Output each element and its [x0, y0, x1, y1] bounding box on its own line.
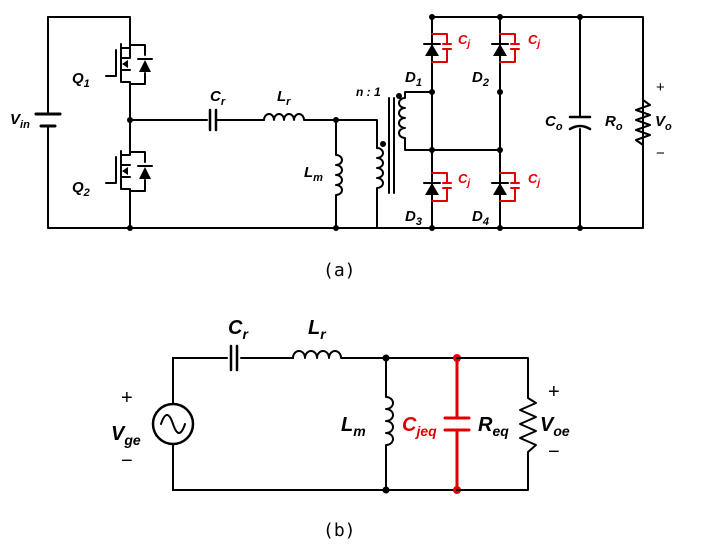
label-cr-b: Cr — [228, 317, 249, 342]
secondary-top-wire — [404, 91, 433, 96]
label-cj-2: Cj — [528, 32, 540, 50]
capacitor-co — [568, 14, 592, 231]
label-req: Req — [478, 414, 509, 439]
label-d4: D4 — [472, 208, 489, 228]
inductor-lr-a — [263, 113, 337, 121]
inductor-lr-b — [292, 350, 387, 359]
label-vo: Vo — [655, 113, 672, 133]
diode-d4 — [491, 182, 509, 195]
vo-minus-sign: − — [656, 145, 665, 162]
inductor-lm-a — [335, 119, 343, 229]
input-source-vin — [34, 16, 62, 229]
circuit-a: Vin Q1 Q2 Cr Lr Lm n : 1 D1 D2 D3 D4 Cj … — [10, 14, 672, 281]
mosfet-q2 — [105, 119, 153, 229]
label-d2: D2 — [472, 69, 489, 89]
diode-d1 — [423, 43, 441, 56]
capacitor-cjeq — [443, 354, 471, 494]
label-d1: D1 — [405, 69, 422, 89]
transformer-core — [388, 97, 395, 194]
label-cj-1: Cj — [458, 32, 470, 50]
capacitor-cr-b — [229, 344, 239, 372]
inductor-lm-b — [385, 357, 394, 491]
vge-minus-sign: − — [121, 450, 133, 472]
voe-plus-sign: + — [548, 381, 560, 403]
label-d3: D3 — [405, 208, 422, 228]
mosfet-q1 — [105, 43, 153, 121]
transformer-primary — [376, 147, 384, 196]
label-lm-b: Lm — [341, 414, 366, 439]
resistor-ro — [635, 99, 651, 146]
cjeq-connect-wires — [385, 357, 458, 491]
voe-minus-sign: − — [548, 441, 560, 463]
primary-wire-top — [335, 119, 378, 149]
caption-a: (a) — [323, 260, 356, 281]
label-vin: Vin — [10, 111, 30, 131]
transformer-secondary — [398, 94, 433, 151]
diode-d2 — [491, 43, 509, 56]
label-co: Co — [545, 113, 563, 133]
label-q2: Q2 — [72, 179, 90, 199]
req-wires — [456, 357, 529, 491]
vo-plus-sign: + — [656, 79, 665, 96]
resistor-req — [519, 397, 537, 453]
vge-plus-sign: + — [121, 387, 133, 409]
capacitor-cr-a — [208, 108, 218, 132]
junction-capacitors — [431, 33, 520, 202]
label-voe: Voe — [540, 414, 570, 439]
diode-d3 — [423, 182, 441, 195]
label-cr-a: Cr — [210, 88, 226, 108]
circuit-b: Cr Lr Lm Cjeq Req Voe Vge + − + − (b) — [111, 317, 570, 541]
label-turns-ratio: n : 1 — [356, 85, 381, 99]
label-vge: Vge — [111, 423, 141, 448]
label-cj-3: Cj — [458, 171, 470, 189]
label-cjeq: Cjeq — [402, 414, 437, 439]
top-rail-a — [47, 16, 131, 49]
caption-b: (b) — [323, 520, 356, 541]
label-ro: Ro — [605, 113, 623, 133]
label-lr-b: Lr — [308, 317, 327, 342]
diode-bridge — [423, 14, 644, 231]
label-lr-a: Lr — [277, 88, 291, 108]
label-lm-a: Lm — [304, 164, 323, 184]
label-q1: Q1 — [72, 70, 90, 90]
ac-source-vge — [151, 357, 195, 491]
label-cj-4: Cj — [528, 171, 540, 189]
